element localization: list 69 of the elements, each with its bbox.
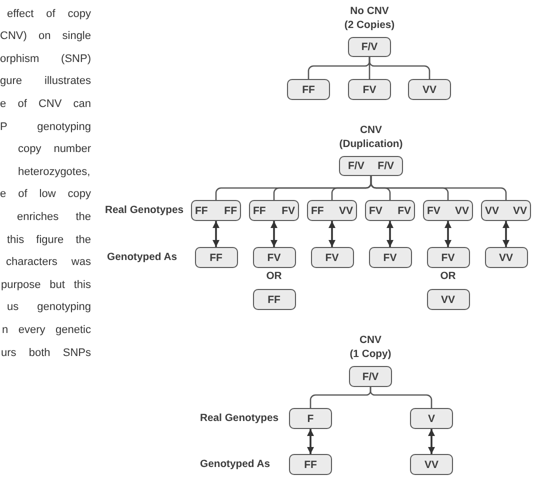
genotype-label: VV (485, 204, 500, 216)
genotype-label: FV (267, 252, 281, 264)
genotype-label: FV (325, 252, 339, 264)
section-heading: CNV (360, 334, 382, 348)
body-text: characters was (6, 255, 91, 270)
genotype-label: F/V (361, 41, 378, 53)
genotype-label: VV (422, 84, 436, 96)
body-text: urs both SNPs (1, 346, 91, 360)
genotype-label: F/V (378, 160, 394, 172)
genotype-label: F/V (362, 370, 379, 382)
double-arrow (386, 221, 394, 247)
genotype-label: VV (440, 294, 455, 306)
genotype-label: F/V (348, 160, 364, 172)
genotype-label: FV (383, 252, 397, 264)
genotype-label: FV (369, 204, 382, 216)
row-label: Genotyped As (200, 458, 272, 472)
section-heading: (2 Copies) (344, 19, 395, 33)
row-label: Real Genotypes (200, 412, 280, 426)
genotype-label: VV (498, 252, 513, 264)
genotype-label: FF (253, 204, 266, 216)
genotype-label: VV (512, 204, 527, 216)
genotype-label: V (428, 412, 435, 424)
genotype-label: VV (424, 458, 438, 470)
body-text: n every genetic (2, 322, 91, 337)
tree-connector (370, 176, 507, 200)
double-arrow (328, 221, 336, 247)
genotype-label: FF (302, 84, 315, 96)
double-arrow (444, 221, 452, 247)
body-text: gure illustrates (0, 74, 91, 88)
body-text: copy number (18, 142, 91, 156)
section-heading: No CNV (350, 5, 389, 19)
genotype-label: FF (304, 458, 317, 470)
body-text: effect of copy (7, 6, 91, 20)
tree-connector (370, 387, 432, 408)
double-arrow (428, 429, 435, 454)
genotype-label: FF (224, 204, 237, 216)
body-text: orphism (SNP) (0, 52, 91, 66)
body-text: heterozygotes, (18, 164, 91, 179)
genotype-label: VV (338, 204, 353, 216)
double-arrow (307, 429, 314, 454)
genotype-label: FV (441, 252, 455, 264)
genotype-label: FV (362, 84, 376, 96)
genotype-label: FV (427, 204, 440, 216)
genotype-label: FF (311, 204, 324, 216)
row-label: Genotyped As (107, 251, 178, 265)
genotype-label: FV (398, 204, 411, 216)
double-arrow (270, 221, 278, 247)
body-text: this figure the (7, 232, 91, 246)
body-text: e of low copy (0, 187, 91, 202)
genotype-label: FF (268, 294, 280, 306)
row-label: Real Genotypes (105, 204, 185, 218)
section-heading: CNV (360, 124, 382, 138)
genotype-label: FF (210, 252, 222, 264)
body-text: CNV) on single (0, 29, 91, 44)
double-arrow (502, 221, 510, 247)
body-text: us genotyping (7, 300, 91, 314)
body-text: e of CNV can (0, 96, 91, 111)
body-text: purpose but this (1, 278, 91, 292)
body-text: enriches the (17, 210, 91, 224)
section-heading: (1 Copy) (350, 348, 392, 362)
body-text: P genotyping (0, 120, 91, 134)
genotype-label: VV (454, 204, 469, 216)
double-arrow (212, 221, 220, 247)
section-heading: (Duplication) (339, 138, 403, 152)
genotype-label: FV (282, 204, 295, 216)
genotype-label: FF (195, 204, 208, 216)
alternative-label: OR (439, 270, 457, 284)
alternative-label: OR (265, 270, 283, 284)
genotype-label: F (307, 412, 314, 424)
